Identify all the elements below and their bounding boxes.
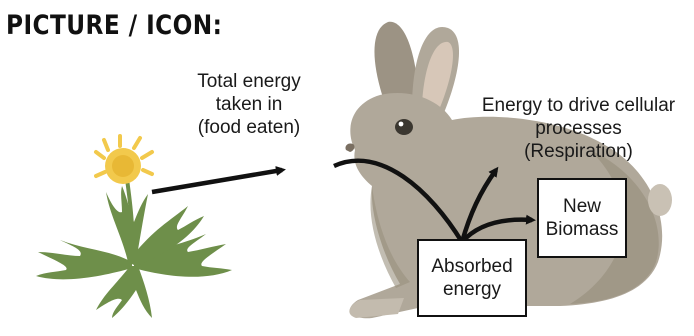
rabbit-eye-highlight [399, 122, 404, 127]
rabbit-nose [345, 143, 354, 152]
page-title: PICTURE / ICON: [6, 10, 222, 41]
rabbit-eye [395, 119, 413, 135]
new-biomass-box: New Biomass [537, 178, 627, 258]
intake-arrow [152, 170, 282, 192]
rabbit-tail [648, 184, 672, 216]
intake-label: Total energy taken in (food eaten) [183, 70, 315, 139]
dandelion-leaves [36, 186, 232, 318]
dandelion-illustration [36, 136, 232, 318]
absorbed-energy-box: Absorbed energy [417, 239, 527, 317]
dandelion-flower [96, 136, 152, 184]
respiration-label: Energy to drive cellular processes (Resp… [463, 94, 694, 163]
